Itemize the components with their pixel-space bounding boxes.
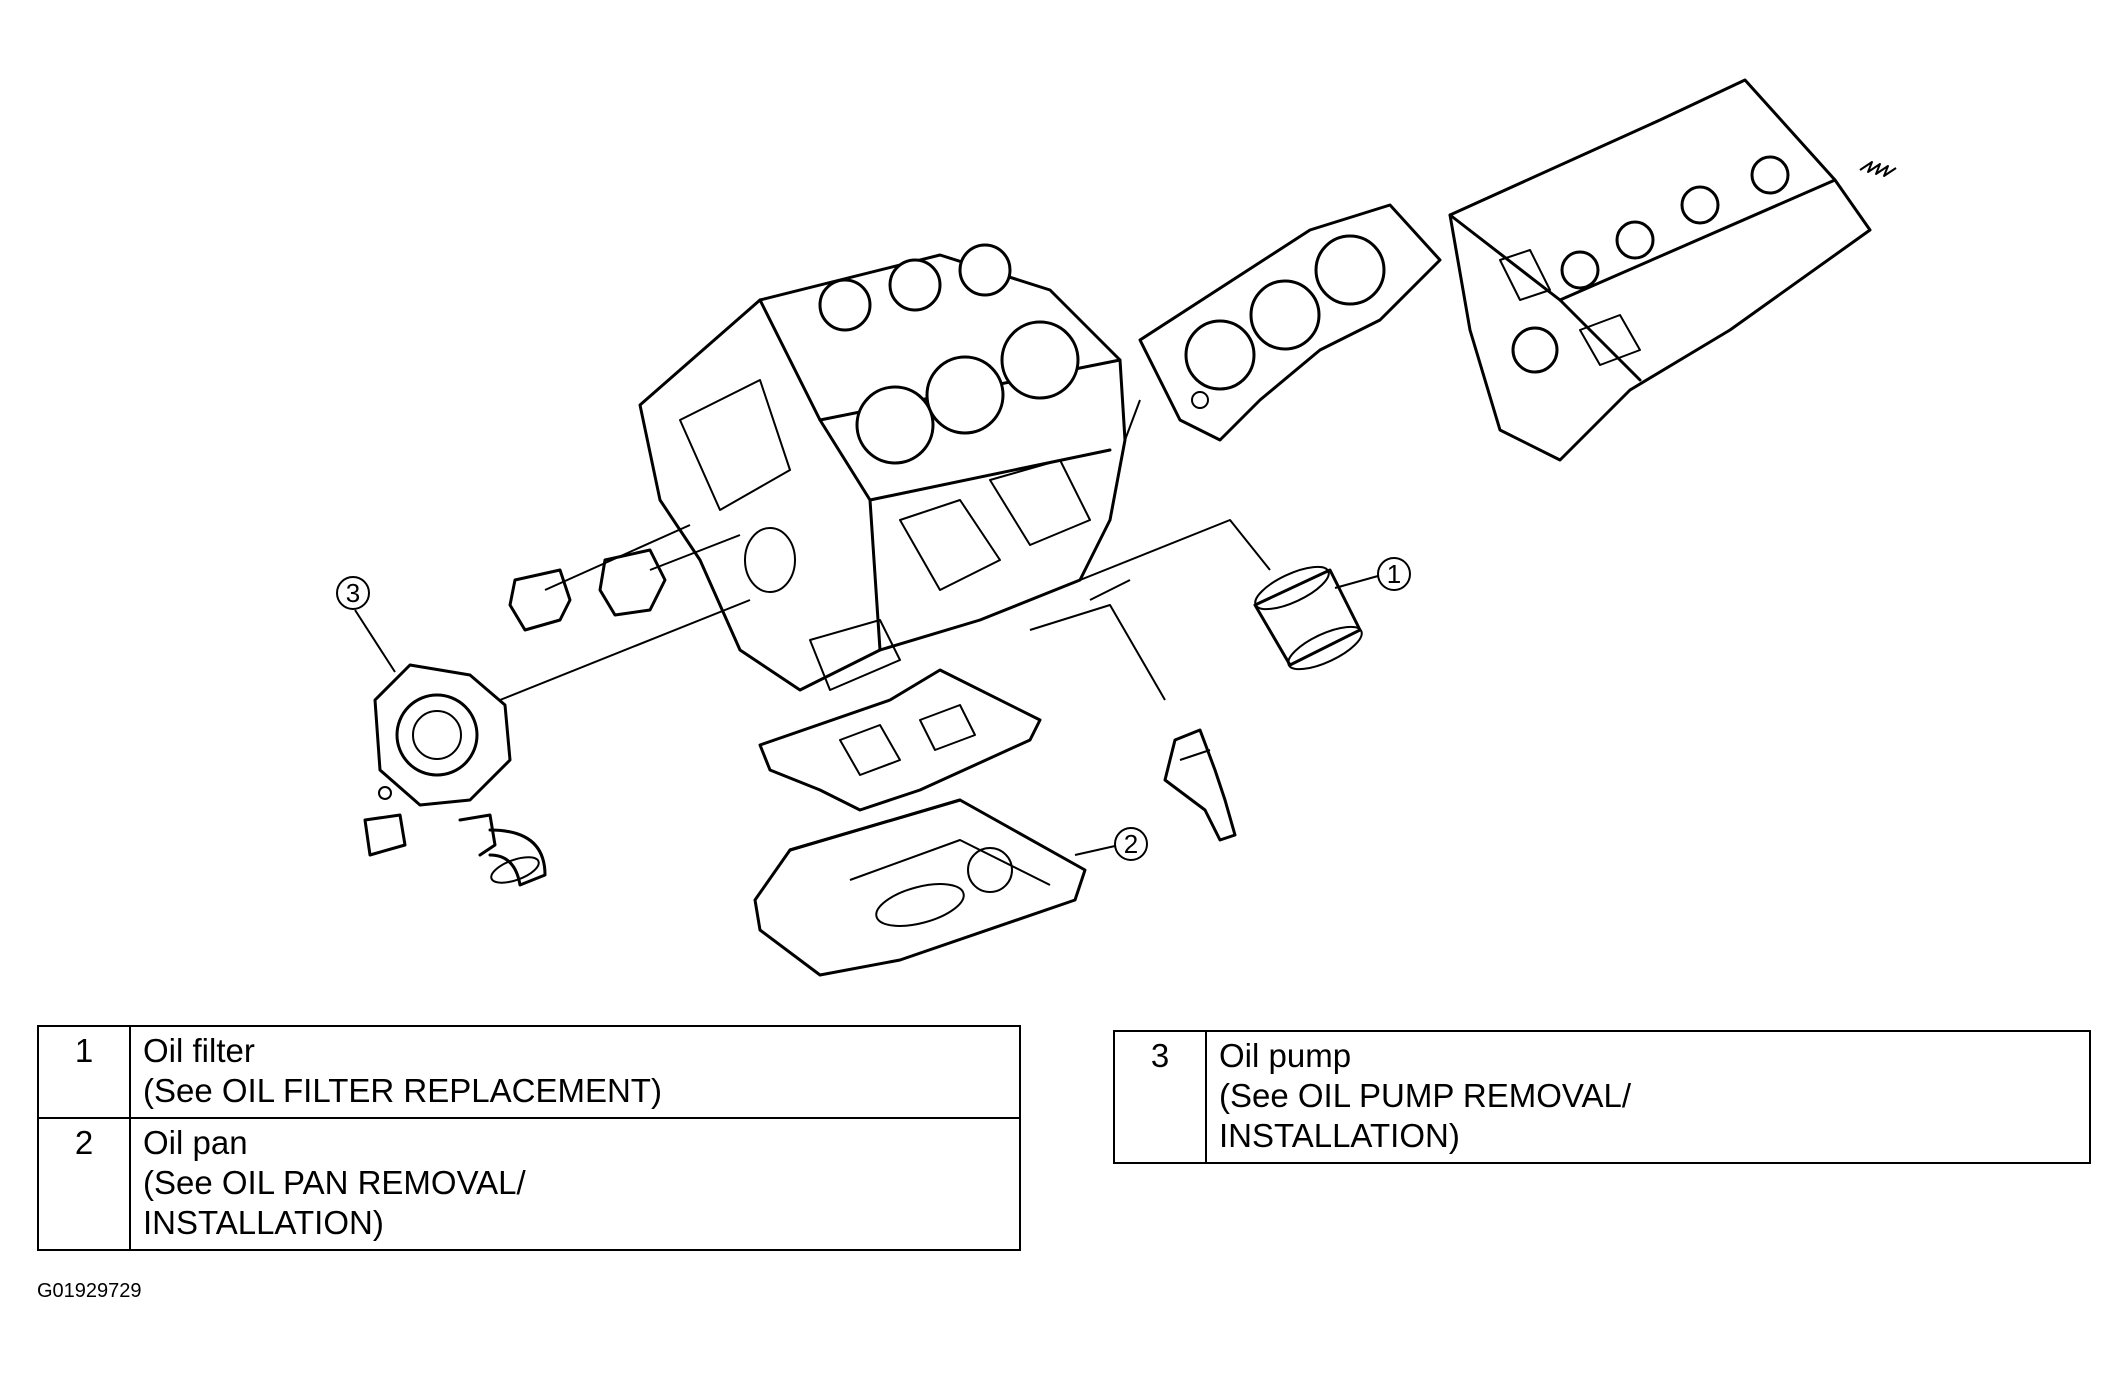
legend-reference-continued: INSTALLATION) [143, 1204, 384, 1241]
legend-reference: (See OIL FILTER REPLACEMENT) [143, 1072, 662, 1109]
spring [1859, 161, 1897, 177]
callout-1: 1 [1334, 557, 1411, 591]
legend-part-name: Oil pan [143, 1124, 248, 1161]
engine-block [638, 243, 1127, 692]
oil-pan-gasket [758, 668, 1042, 812]
callout-2: 2 [1074, 827, 1148, 861]
legend-number: 3 [1113, 1030, 1207, 1164]
legend-part-name: Oil pump [1219, 1037, 1352, 1074]
legend-reference-continued: INSTALLATION) [1219, 1117, 1460, 1154]
legend-description: Oil pump (See OIL PUMP REMOVAL/ INSTALLA… [1205, 1030, 2091, 1164]
engine-exploded-diagram: 1 2 3 [336, 78, 1897, 977]
bearing-caps [508, 548, 667, 632]
legend-description: Oil pan (See OIL PAN REMOVAL/ INSTALLATI… [129, 1117, 1021, 1251]
legend-number: 2 [37, 1117, 131, 1251]
figure-id: G01929729 [37, 1280, 142, 1302]
svg-text:3: 3 [346, 578, 360, 608]
legend-row: 3 Oil pump (See OIL PUMP REMOVAL/ INSTAL… [1113, 1030, 2091, 1164]
legend-reference: (See OIL PUMP REMOVAL/ [1219, 1077, 1632, 1114]
oil-filter [1253, 565, 1363, 671]
legend-number: 1 [37, 1025, 131, 1119]
oil-pressure-switch [1163, 728, 1237, 842]
head-gasket [1138, 203, 1442, 442]
cylinder-head [1448, 78, 1872, 462]
callout-3: 3 [336, 576, 396, 673]
legend-reference: (See OIL PAN REMOVAL/ [143, 1164, 526, 1201]
leader-lines [499, 399, 1271, 701]
legend-table-right: 3 Oil pump (See OIL PUMP REMOVAL/ INSTAL… [1113, 1030, 2091, 1164]
svg-text:2: 2 [1124, 829, 1138, 859]
legend-row: 1 Oil filter (See OIL FILTER REPLACEMENT… [37, 1025, 1021, 1119]
oil-pan [753, 798, 1087, 977]
legend-row: 2 Oil pan (See OIL PAN REMOVAL/ INSTALLA… [37, 1117, 1021, 1251]
svg-text:1: 1 [1387, 559, 1401, 589]
legend-part-name: Oil filter [143, 1032, 255, 1069]
legend-table-left: 1 Oil filter (See OIL FILTER REPLACEMENT… [37, 1025, 1021, 1251]
oil-pump [363, 663, 547, 887]
legend-description: Oil filter (See OIL FILTER REPLACEMENT) [129, 1025, 1021, 1119]
